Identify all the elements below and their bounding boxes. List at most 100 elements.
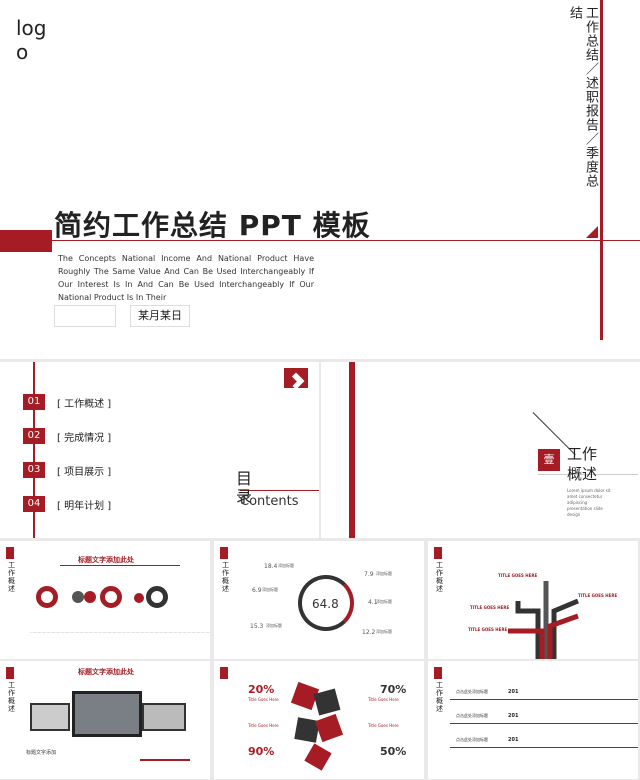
red-vertical-bar (349, 362, 355, 538)
arrows-graphic (508, 581, 579, 659)
donut-ring (298, 575, 354, 631)
puzzle-piece (304, 743, 332, 771)
section-title: 工作概述 (567, 445, 598, 483)
section-badge: 壹 (538, 449, 560, 471)
stat-value: 4.1 (368, 599, 378, 606)
vertical-label: 工作概述 (8, 561, 15, 593)
stat-value: 15.3 (250, 623, 264, 630)
stat-value: 6.9 (252, 587, 262, 594)
toc-title: 目录 (236, 469, 253, 506)
row-year: 201 (508, 737, 519, 743)
circle-mark (146, 586, 168, 608)
thumbnail-slide-6[interactable]: 工作概述 点击此处添加标题 201 点击此处添加标题 201 点击此处添加标题 … (428, 661, 638, 779)
stat-label: 添加标题 (262, 587, 278, 592)
percent-value: 70% (380, 683, 407, 696)
red-tag (434, 667, 442, 679)
vertical-subtitle: 工作总结／述职报告／季度总结 (567, 6, 598, 188)
thumbnail-slide-5[interactable]: 20% 70% 90% 50% Title Goes Here Title Go… (214, 661, 424, 779)
stat-label: 添加标题 (376, 599, 392, 604)
toc-label: [ 完成情况 ] (57, 432, 112, 444)
toc-number: 03 (23, 462, 45, 478)
corner-triangle (586, 226, 598, 238)
stat-value: 12.2 (362, 629, 376, 636)
puzzle-piece (313, 688, 341, 716)
row-label: 点击此处添加标题 (456, 689, 488, 694)
toc-item: 04 [ 明年计划 ] (23, 496, 111, 512)
slide-heading: 标题文字添加此处 (78, 668, 134, 676)
stat-value: 7.9 (364, 571, 374, 578)
row-year: 201 (508, 689, 519, 695)
toc-slide[interactable]: 01 [ 工作概述 ] 02 [ 完成情况 ] 03 [ 项目展示 ] 04 [… (0, 362, 319, 538)
percent-value: 20% (248, 683, 275, 696)
vertical-label: 工作概述 (436, 681, 443, 713)
circle-mark (72, 591, 84, 603)
puzzle-label: Title Goes Here (248, 697, 279, 702)
heading-line (60, 565, 180, 566)
red-tag (220, 547, 228, 559)
arrow-label: TITLE GOES HERE (498, 573, 538, 578)
monitor-image (142, 703, 186, 731)
vertical-label: 工作概述 (222, 561, 229, 593)
monitor-image (72, 691, 142, 737)
thumbnail-slide-4[interactable]: 工作概述 标题文字添加此处 标题文字添加 (0, 661, 210, 779)
date-box: 某月某日 (130, 305, 190, 327)
thumbnail-slide-3[interactable]: 工作概述 TITLE GOES HERE TITLE GOES HERE TIT… (428, 541, 638, 659)
row-divider (450, 699, 638, 700)
percent-value: 90% (248, 745, 275, 758)
arrow-label: TITLE GOES HERE (578, 593, 618, 598)
percent-value: 50% (380, 745, 407, 758)
horizontal-red-line (0, 240, 640, 241)
toc-number: 01 (23, 394, 45, 410)
empty-box (54, 305, 116, 327)
toc-vertical-line (33, 362, 35, 538)
vertical-label: 工作概述 (8, 681, 15, 713)
stat-label: 添加标题 (278, 563, 294, 568)
toc-item: 02 [ 完成情况 ] (23, 428, 111, 444)
thumbnail-slide-2[interactable]: 工作概述 64.8 18.4 添加标题 6.9 添加标题 15.3 添加标题 7… (214, 541, 424, 659)
stat-label: 添加标题 (266, 623, 282, 628)
toc-item: 01 [ 工作概述 ] (23, 394, 111, 410)
red-tag (6, 667, 14, 679)
contents-line (240, 490, 319, 491)
section-line (538, 474, 638, 475)
donut-value: 64.8 (312, 597, 339, 611)
red-accent-block (0, 230, 52, 252)
red-tag (6, 547, 14, 559)
stat-value: 18.4 (264, 563, 278, 570)
toc-label: [ 项目展示 ] (57, 466, 112, 478)
thumbnail-slide-1[interactable]: 工作概述 标题文字添加此处 ..........................… (0, 541, 210, 659)
section-text: Lorem ipsum dolor sit amet consectetur a… (567, 488, 611, 517)
toc-subtitle: Contents (240, 494, 299, 509)
row-label: 点击此处添加标题 (456, 713, 488, 718)
row-label: 点击此处添加标题 (456, 737, 488, 742)
monitor-image (30, 703, 70, 731)
red-tag (220, 667, 228, 679)
row-year: 201 (508, 713, 519, 719)
section-slide[interactable]: 壹 工作概述 Lorem ipsum dolor sit amet consec… (321, 362, 640, 538)
circle-mark (84, 591, 96, 603)
accent-line (140, 759, 190, 761)
arrow-label: TITLE GOES HERE (468, 627, 508, 632)
description-text: The Concepts National Income And Nationa… (58, 254, 314, 302)
row-divider (450, 723, 638, 724)
red-tag (434, 547, 442, 559)
toc-label: [ 明年计划 ] (57, 500, 112, 512)
body-text: ........................................… (30, 629, 210, 634)
logo-text: logo (16, 16, 47, 64)
main-title: 简约工作总结 PPT 模板 (54, 209, 371, 242)
puzzle-piece (314, 713, 344, 743)
toc-label: [ 工作概述 ] (57, 398, 112, 410)
stat-label: 添加标题 (376, 629, 392, 634)
toc-number: 02 (23, 428, 45, 444)
vertical-red-line (600, 0, 603, 340)
toc-item: 03 [ 项目展示 ] (23, 462, 111, 478)
sub-heading: 标题文字添加 (26, 750, 57, 756)
puzzle-label: Title Goes Here (248, 723, 279, 728)
puzzle-label: Title Goes Here (368, 723, 399, 728)
slide-heading: 标题文字添加此处 (78, 556, 134, 564)
arrow-label: TITLE GOES HERE (470, 605, 510, 610)
circle-mark (36, 586, 58, 608)
stat-label: 添加标题 (376, 571, 392, 576)
toc-number: 04 (23, 496, 45, 512)
title-slide[interactable]: logo 工作总结／述职报告／季度总结 简约工作总结 PPT 模板 The Co… (0, 0, 640, 359)
